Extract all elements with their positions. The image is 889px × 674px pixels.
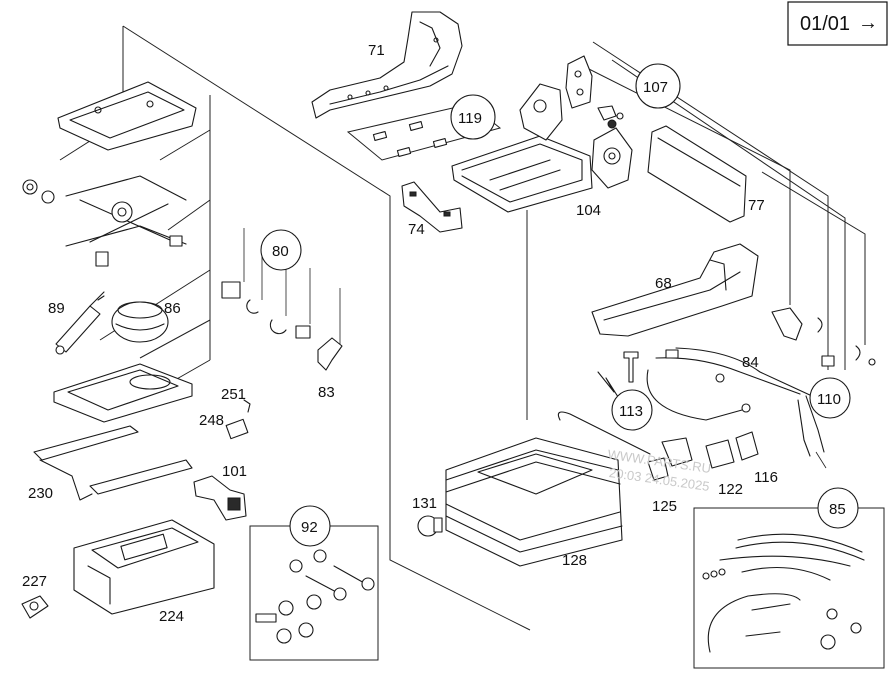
part-113-switch-set[interactable] [597, 351, 759, 481]
callout-92[interactable]: 92 [289, 505, 331, 547]
part-101-valve[interactable] [193, 475, 247, 521]
part-71-backrest-frame[interactable] [311, 11, 463, 119]
callout-83[interactable]: 83 [318, 384, 335, 401]
svg-text:110: 110 [817, 391, 841, 408]
callout-77[interactable]: 77 [748, 197, 765, 214]
next-page-arrow-icon[interactable]: → [858, 12, 878, 34]
callout-113[interactable]: 113 [611, 389, 653, 431]
svg-text:107: 107 [643, 79, 668, 96]
callout-86[interactable]: 86 [164, 300, 181, 317]
callout-248[interactable]: 248 [199, 412, 224, 429]
callout-74[interactable]: 74 [408, 221, 425, 238]
part-248-connector[interactable] [225, 418, 249, 440]
part-128-cushion-bellows[interactable] [445, 411, 651, 567]
callout-128[interactable]: 128 [562, 552, 587, 569]
part-84-wiring-harness[interactable] [646, 347, 825, 457]
part-89-damper[interactable] [55, 291, 105, 355]
callout-84[interactable]: 84 [742, 354, 759, 371]
callout-119[interactable]: 119 [450, 94, 496, 140]
callout-224[interactable]: 224 [159, 608, 184, 625]
callout-85[interactable]: 85 [817, 487, 859, 529]
part-74-bracket-pair[interactable] [401, 181, 463, 233]
callout-101[interactable]: 101 [222, 463, 247, 480]
part-104-seat-frame[interactable] [451, 83, 633, 213]
part-107-hinge-set[interactable] [565, 55, 624, 129]
callout-116[interactable]: 116 [754, 469, 778, 486]
part-230-seat-rails[interactable] [33, 425, 193, 501]
part-80-bushing-set[interactable] [221, 228, 343, 371]
part-131-plug[interactable] [417, 515, 443, 537]
callout-230[interactable]: 230 [28, 485, 53, 502]
part-scissor-mechanism[interactable] [65, 175, 187, 267]
callout-110[interactable]: 110 [809, 377, 851, 419]
svg-text:119: 119 [458, 110, 482, 127]
part-227-mounting-bracket[interactable] [21, 595, 49, 619]
callout-122[interactable]: 122 [718, 481, 743, 498]
callout-227[interactable]: 227 [22, 573, 47, 590]
page-indicator[interactable]: 01/01 → [787, 1, 888, 46]
part-washer-pair[interactable] [22, 179, 55, 204]
callout-107[interactable]: 107 [635, 63, 681, 109]
part-251-clip[interactable] [243, 399, 251, 413]
part-224-seat-base[interactable] [73, 519, 215, 615]
callout-131[interactable]: 131 [412, 495, 437, 512]
callout-125[interactable]: 125 [652, 498, 677, 515]
callout-89[interactable]: 89 [48, 300, 65, 317]
callout-68[interactable]: 68 [655, 275, 672, 292]
callout-104[interactable]: 104 [576, 202, 601, 219]
part-upper-suspension-plate[interactable] [57, 81, 197, 151]
svg-text:85: 85 [829, 501, 846, 518]
callout-80[interactable]: 80 [260, 229, 302, 271]
page-number-text: 01/01 [800, 13, 850, 35]
part-base-plate[interactable] [53, 363, 193, 423]
callout-251[interactable]: 251 [221, 386, 246, 403]
part-86-air-spring[interactable] [111, 301, 169, 343]
svg-text:92: 92 [301, 519, 318, 536]
svg-text:80: 80 [272, 243, 289, 260]
part-110-sensor-set[interactable] [771, 307, 876, 469]
part-77-backrest-panel[interactable] [647, 125, 747, 223]
part-119-clips-kit[interactable] [346, 103, 502, 161]
part-68-side-bolster[interactable] [591, 243, 759, 337]
part-85-hose-kit[interactable] [693, 507, 885, 669]
svg-text:113: 113 [619, 403, 643, 420]
callout-71[interactable]: 71 [368, 42, 385, 59]
